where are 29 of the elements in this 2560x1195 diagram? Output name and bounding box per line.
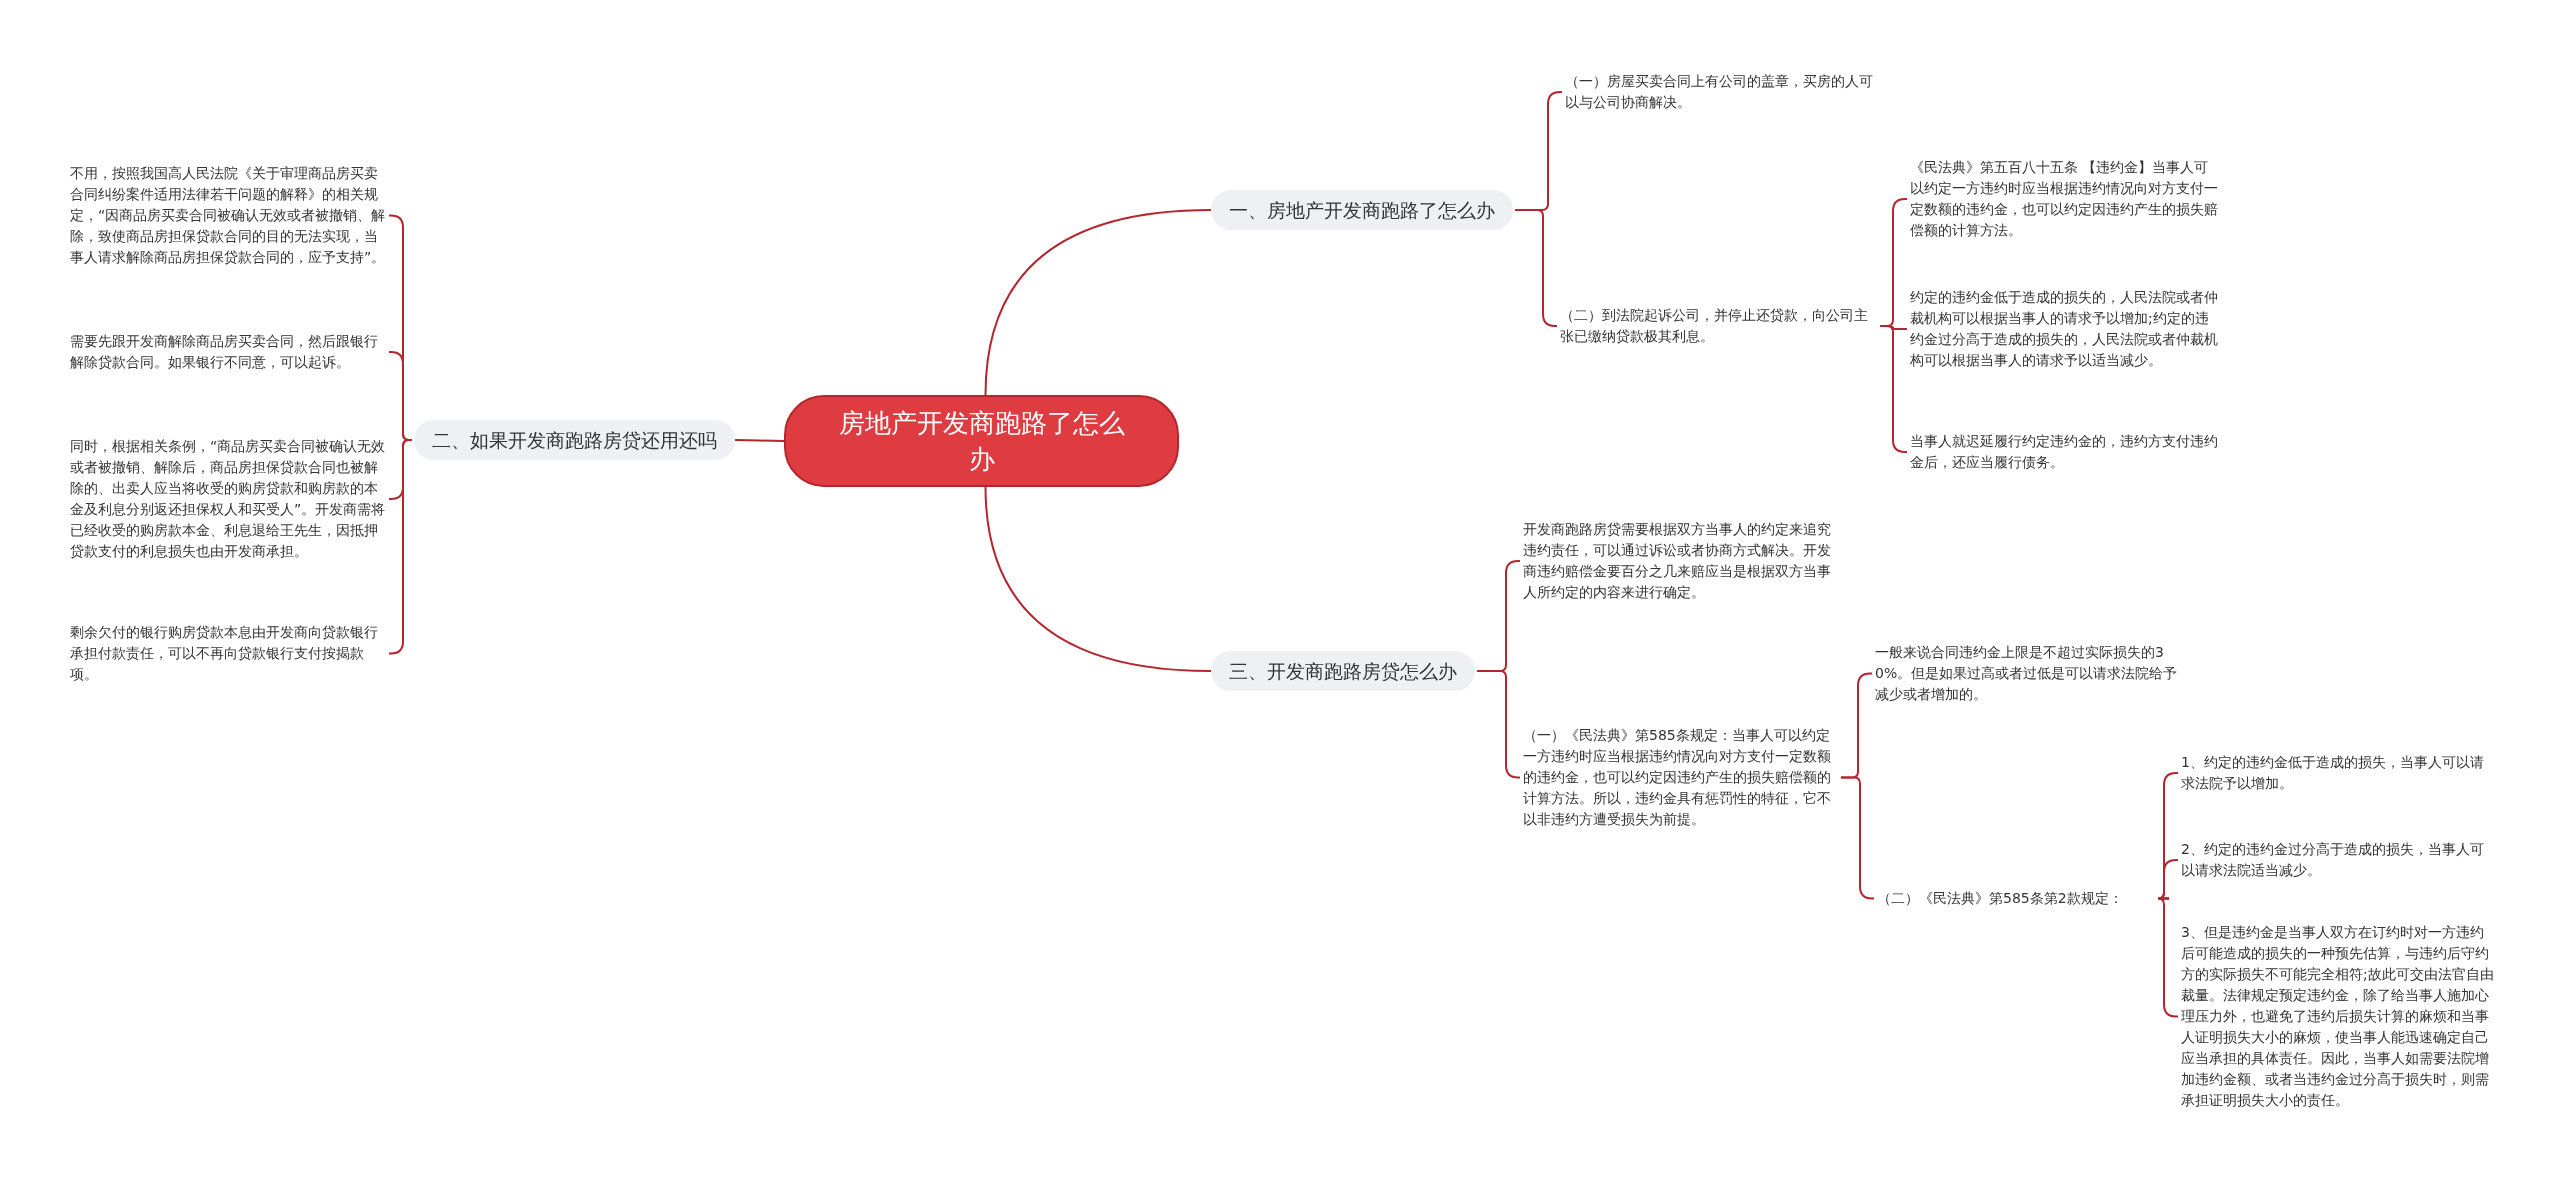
connector-line: [1879, 325, 1908, 453]
leaf-text: 《民法典》第五百八十五条 【违约金】当事人可以约定一方违约时应当根据违约情况向对方支付一定数额的违约金，也可以约定因违约产生的损失赔偿额的计算方法。: [1910, 157, 2222, 241]
leaf-text: 不用，按照我国高人民法院《关于审理商品房买卖合同纠纷案件适用法律若干问题的解释》的相关规定，“因商品房买卖合同被确认无效或者被撤销、解除，致使商品房担保贷款合同的目的无法实现，当事人请求解除商品房担保贷款合同的，应予支持”。: [70, 163, 386, 268]
leaf-text: （一）《民法典》第585条规定：当事人可以约定一方违约时应当根据违约情况向对方支付一定数额的违约金，也可以约定因违约产生的损失赔偿额的计算方法。所以，违约金具有惩罚性的特征，它不以非违约方遭受损失为前提。: [1523, 725, 1839, 830]
connector-line: [1514, 209, 1558, 327]
leaf-text: （一）房屋买卖合同上有公司的盖章，买房的人可以与公司协商解决。: [1565, 71, 1877, 113]
leaf-text: 2、约定的违约金过分高于造成的损失，当事人可以请求法院适当减少。: [2181, 839, 2497, 881]
leaf-text: 约定的违约金低于造成的损失的，人民法院或者仲裁机构可以根据当事人的请求予以增加;约定的违约金过分高于造成的损失的，人民法院或者仲裁机构可以根据当事人的请求予以适当减少。: [1910, 287, 2222, 371]
branch-topic: 一、房地产开发商跑路了怎么办: [1211, 190, 1513, 230]
connector-line: [1476, 670, 1521, 779]
leaf-text: 开发商跑路房贷需要根据双方当事人的约定来追究违约责任，可以通过诉讼或者协商方式解决。开发商违约赔偿金要百分之几来赔应当是根据双方当事人所约定的内容来进行确定。: [1523, 519, 1839, 603]
leaf-text: 同时，根据相关条例，“商品房买卖合同被确认无效或者被撤销、解除后，商品房担保贷款合同也被解除的、出卖人应当将收受的购房贷款和购房款的本金及利息分别返还担保权人和买受人”。开发商需将已经收受的购房款本金、利息退给王先生，因抵押贷款支付的利息损失也由开发商承担。: [70, 436, 386, 562]
connector-line: [2157, 897, 2179, 1018]
leaf-text: 3、但是违约金是当事人双方在订约时对一方违约后可能造成的损失的一种预先估算，与违约后守约方的实际损失不可能完全相符;故此可交由法官自由裁量。法律规定预定违约金，除了给当事人施加心理压力外，也避免了违约后损失计算的麻烦和当事人证明损失大小的麻烦，使当事人能迅速确定自己应当承担的具体责任。因此，当事人如需要法院增加违约金额、或者当违约金过分高于损失时，则需承担证明损失大小的责任。: [2181, 922, 2497, 1111]
connector-line: [1840, 776, 1875, 900]
leaf-text: （二）《民法典》第585条第2款规定：: [1877, 888, 2167, 909]
leaf-text: 当事人就迟延履行约定违约金的，违约方支付违约金后，还应当履行债务。: [1910, 431, 2222, 473]
leaf-text: 一般来说合同违约金上限是不超过实际损失的30%。但是如果过高或者过低是可以请求法院给予减少或者增加的。: [1875, 642, 2187, 705]
central-topic: 房地产开发商跑路了怎么办: [784, 395, 1179, 487]
branch-topic: 二、如果开发商跑路房贷还用还吗: [414, 420, 735, 460]
leaf-text: （二）到法院起诉公司，并停止还贷款，向公司主张已缴纳贷款极其利息。: [1560, 305, 1878, 347]
leaf-text: 需要先跟开发商解除商品房买卖合同，然后跟银行解除贷款合同。如果银行不同意，可以起诉。: [70, 331, 386, 373]
leaf-text: 剩余欠付的银行购房贷款本息由开发商向贷款银行承担付款责任，可以不再向贷款银行支付按揭款项。: [70, 622, 386, 685]
leaf-text: 1、约定的违约金低于造成的损失，当事人可以请求法院予以增加。: [2181, 752, 2497, 794]
connector-line: [734, 439, 785, 442]
connector-line: [984, 486, 1212, 672]
connector-line: [2157, 859, 2179, 900]
branch-topic: 三、开发商跑路房贷怎么办: [1211, 651, 1475, 691]
connector-line: [984, 209, 1212, 396]
